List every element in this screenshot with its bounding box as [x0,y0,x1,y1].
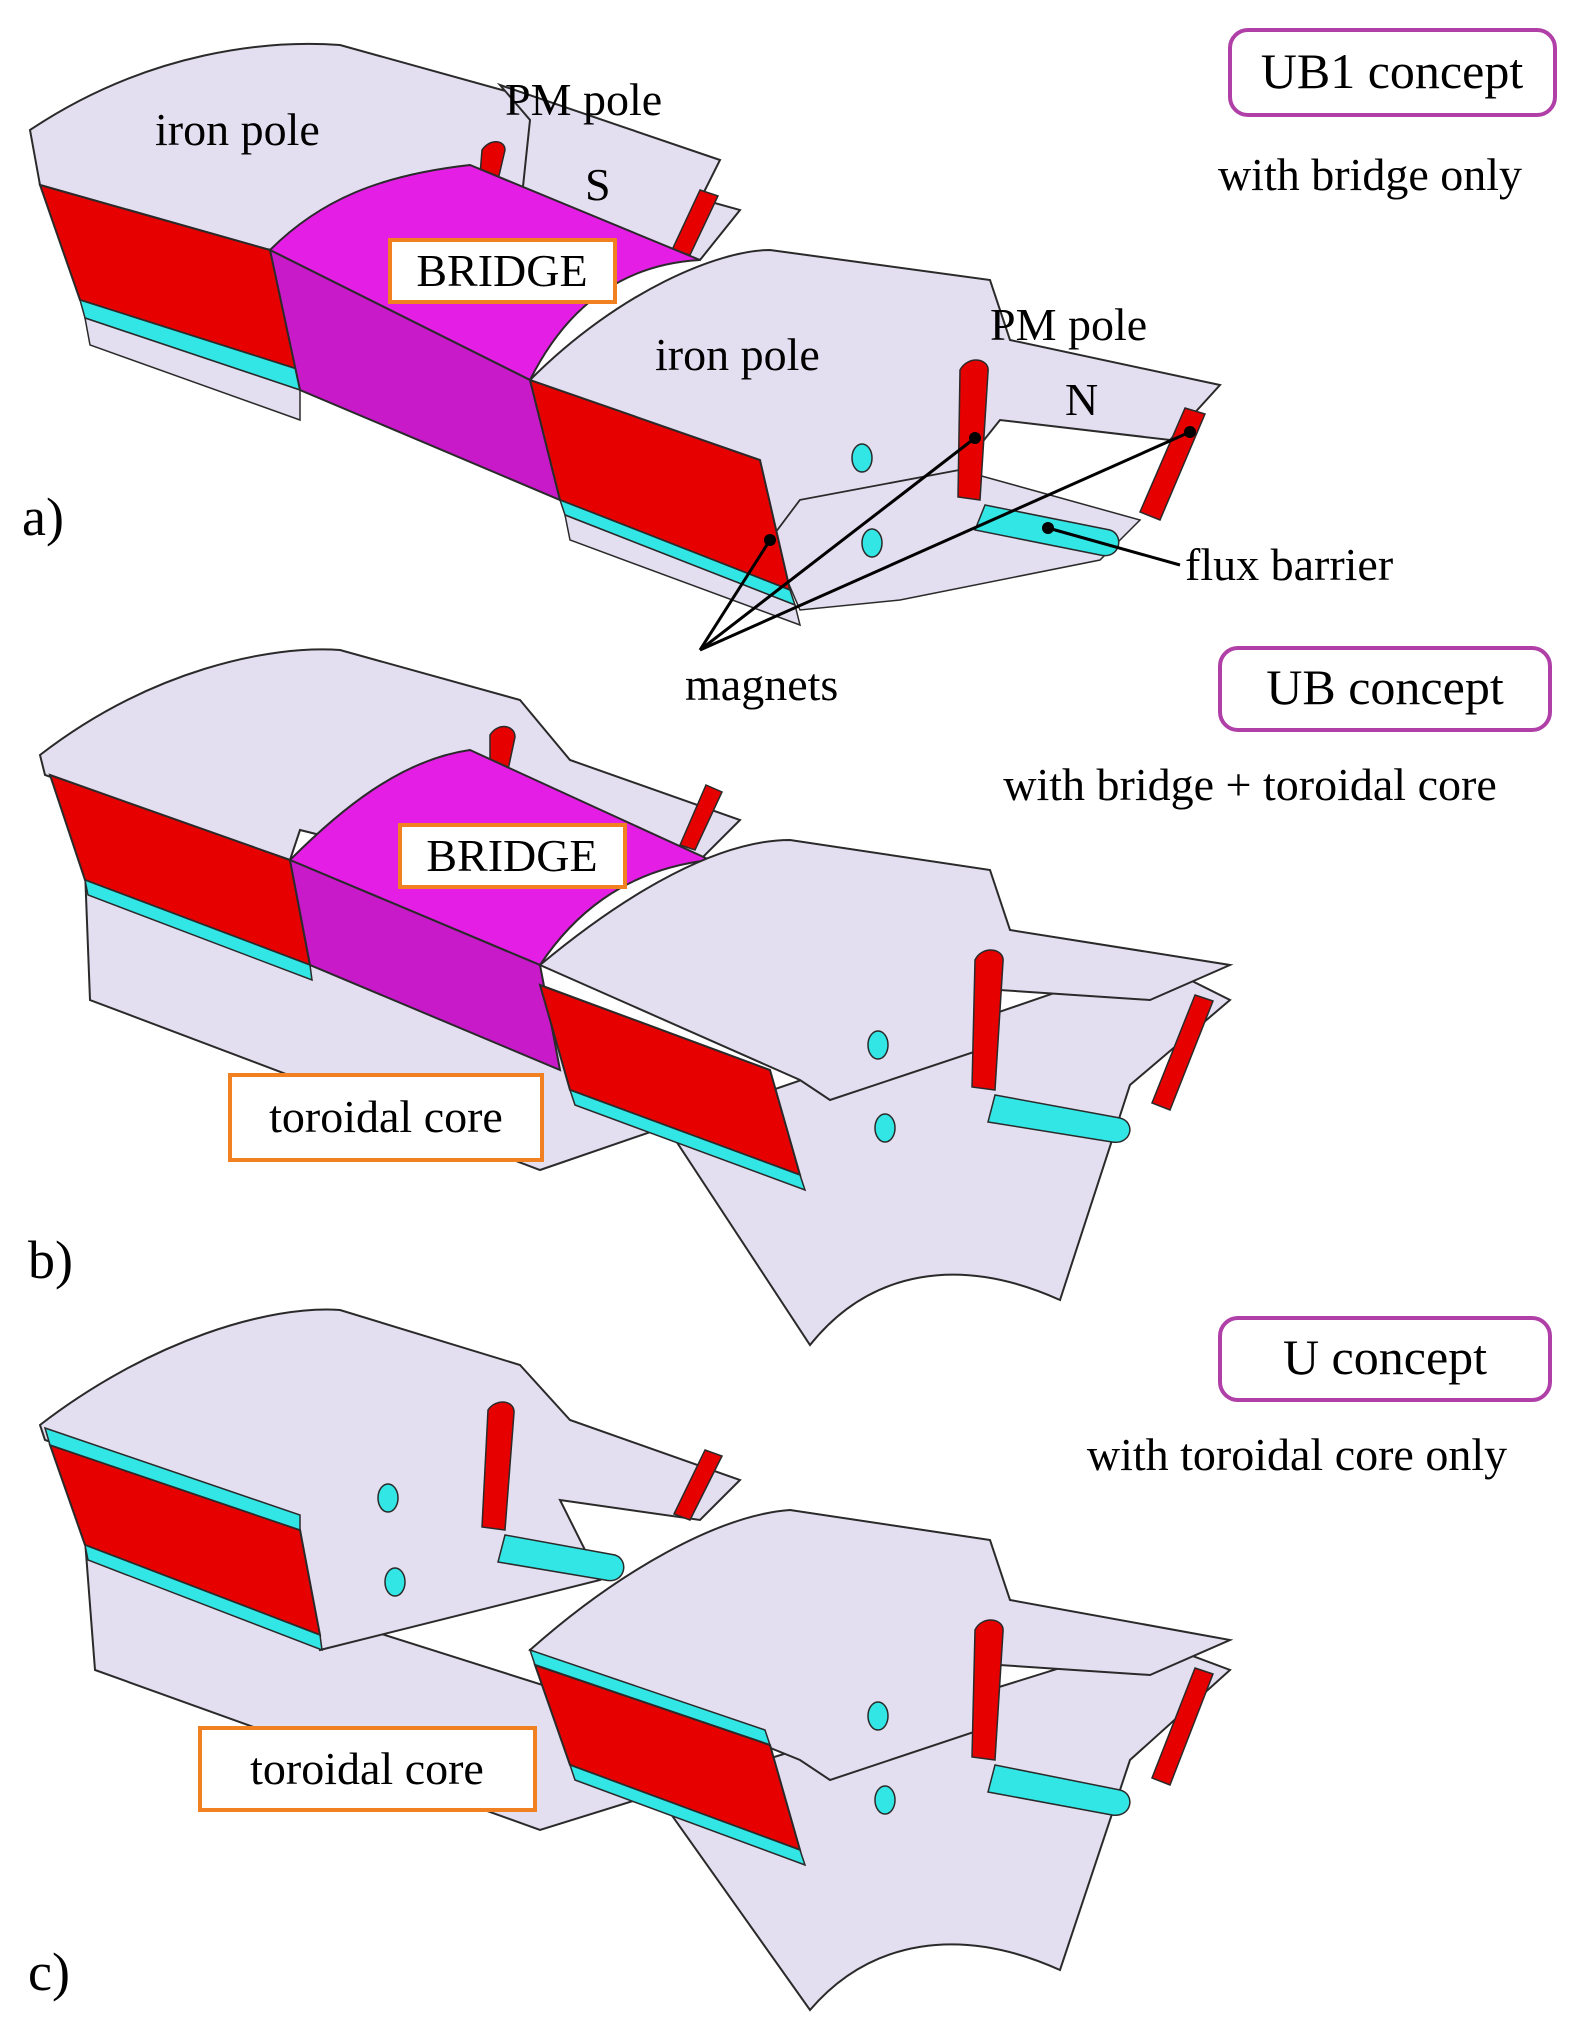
toroidal-core-label-c: toroidal core [250,1743,484,1794]
iron-bottom-a-front [563,513,802,627]
barrier-b-front [568,1088,807,1192]
toroidal-core-c [83,1538,1232,2012]
hole-a-1 [851,443,873,473]
iron-face-a2 [769,469,1142,611]
bridge-label-b: BRIDGE [426,830,597,881]
pm-pole-label-a2: PM pole [990,299,1147,350]
panel-b: BRIDGE toroidal core UB concept with bri… [28,646,1552,1347]
bridge-side-b [288,858,562,1072]
barrier-c-front [568,1763,807,1867]
concept-subtitle-c: with toroidal core only [1087,1429,1507,1480]
panel-letter-c: c) [28,1942,70,2002]
concept-box-c [1218,1316,1552,1402]
hole-b-1 [867,1030,889,1060]
concept-subtitle-b: with bridge + toroidal core [1003,759,1496,810]
concept-title-c: U concept [1283,1329,1487,1385]
pm-pole-label-a1: PM pole [505,74,662,125]
pole-s-label: S [585,159,611,210]
toroidal-core-box-c [198,1726,537,1812]
iron-bottom-a-left [84,316,301,422]
magnet-slot-b-n [971,949,1004,1091]
hole-b-2 [874,1113,896,1143]
magnet-slot-c-n [971,1619,1004,1761]
flux-barrier-b [987,1094,1131,1143]
concept-title-a: UB1 concept [1261,43,1524,99]
panel-letter-b: b) [28,1230,73,1290]
leader-dot-4 [1042,522,1054,534]
magnet-slot-c-s [481,1401,515,1531]
bridge-label-box-b [398,823,627,889]
hole-c1-2 [384,1567,406,1597]
iron-pole-label-a1: iron pole [155,104,320,155]
leader-lines-a [698,430,1191,652]
concept-title-b: UB concept [1266,659,1504,715]
magnet-slot-b-n-right [1151,994,1214,1111]
panel-a: iron pole PM pole S iron pole PM pole N … [22,28,1557,710]
concept-subtitle-a: with bridge only [1218,149,1522,200]
iron-pole-label-a2: iron pole [655,329,820,380]
toroidal-core-box-b [228,1073,544,1162]
leader-dot-3 [1184,426,1196,438]
magnet-slot-b-s-right [678,784,724,851]
hole-a-2 [861,528,883,558]
toroidal-core-label-b: toroidal core [269,1091,503,1142]
magnet-slot-c-s-right [672,1449,724,1521]
pole-n-label: N [1065,374,1098,425]
iron-pole-top-b2 [538,838,1234,1102]
magnets-label: magnets [685,659,838,710]
bridge-label-a: BRIDGE [416,245,587,296]
barrier-b-left [83,878,313,982]
flux-barrier-label: flux barrier [1185,539,1393,590]
leader-dot-1 [764,534,776,546]
flux-barrier-c2 [987,1764,1131,1816]
hole-c1-1 [377,1483,399,1513]
magnet-slot-c-n-right [1151,1667,1214,1786]
concept-box-b [1218,646,1552,732]
magnet-slot-b-s [489,725,516,771]
bridge-label-box-a [388,238,617,304]
magnet-slot-a-s [479,141,506,181]
magnet-slot-a-n [957,359,989,501]
concept-box-a [1228,28,1557,117]
panel-c: toroidal core U concept with toroidal co… [28,1308,1552,2012]
panel-letter-a: a) [22,487,64,547]
barrier-c-left [83,1543,323,1652]
barrier-c-left-top [43,1426,301,1532]
flux-barrier-c1 [497,1534,625,1582]
leader-dot-2 [969,432,981,444]
hole-c2-1 [867,1701,889,1731]
hole-c2-2 [874,1785,896,1815]
